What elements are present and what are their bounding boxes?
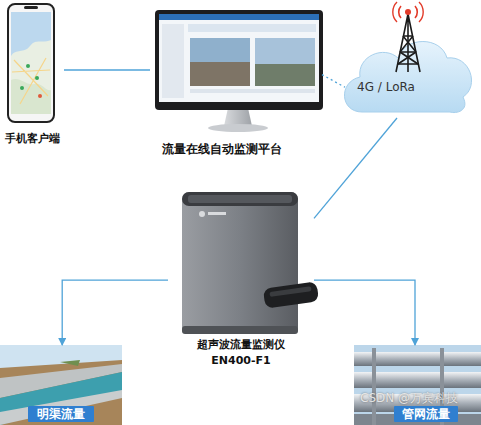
node-label: 超声波流量监测仪 bbox=[168, 338, 314, 351]
pipe-scene: 管网流量 bbox=[354, 345, 481, 425]
network-cloud: 4G / LoRa bbox=[345, 0, 475, 118]
monitor-illustration bbox=[155, 10, 323, 132]
phone-client: 手机客户端 bbox=[0, 0, 64, 150]
phone-illustration bbox=[8, 4, 54, 122]
canal-photo bbox=[0, 345, 122, 425]
connector-line bbox=[314, 118, 397, 218]
watermark: CSDN @万宾科技 bbox=[360, 390, 458, 407]
node-label: 4G / LoRa bbox=[345, 80, 427, 94]
model-number: EN400-F1 bbox=[168, 354, 314, 367]
connector-line bbox=[322, 75, 345, 88]
connector-line bbox=[314, 280, 415, 345]
monitor-platform: 流量在线自动监测平台 bbox=[150, 6, 322, 162]
device-illustration bbox=[182, 192, 319, 334]
cloud-illustration bbox=[344, 2, 471, 113]
connector-line bbox=[62, 280, 168, 345]
pipe-photo bbox=[354, 345, 481, 425]
scene-band: 管网流量 bbox=[394, 406, 458, 422]
canal-scene: 明渠流量 bbox=[0, 345, 122, 425]
connector-line bbox=[64, 69, 150, 70]
flow-monitor-device: 超声波流量监测仪 EN400-F1 bbox=[168, 186, 314, 376]
node-label: 流量在线自动监测平台 bbox=[152, 142, 292, 156]
scene-band: 明渠流量 bbox=[28, 406, 94, 422]
node-label: 手机客户端 bbox=[2, 132, 62, 145]
